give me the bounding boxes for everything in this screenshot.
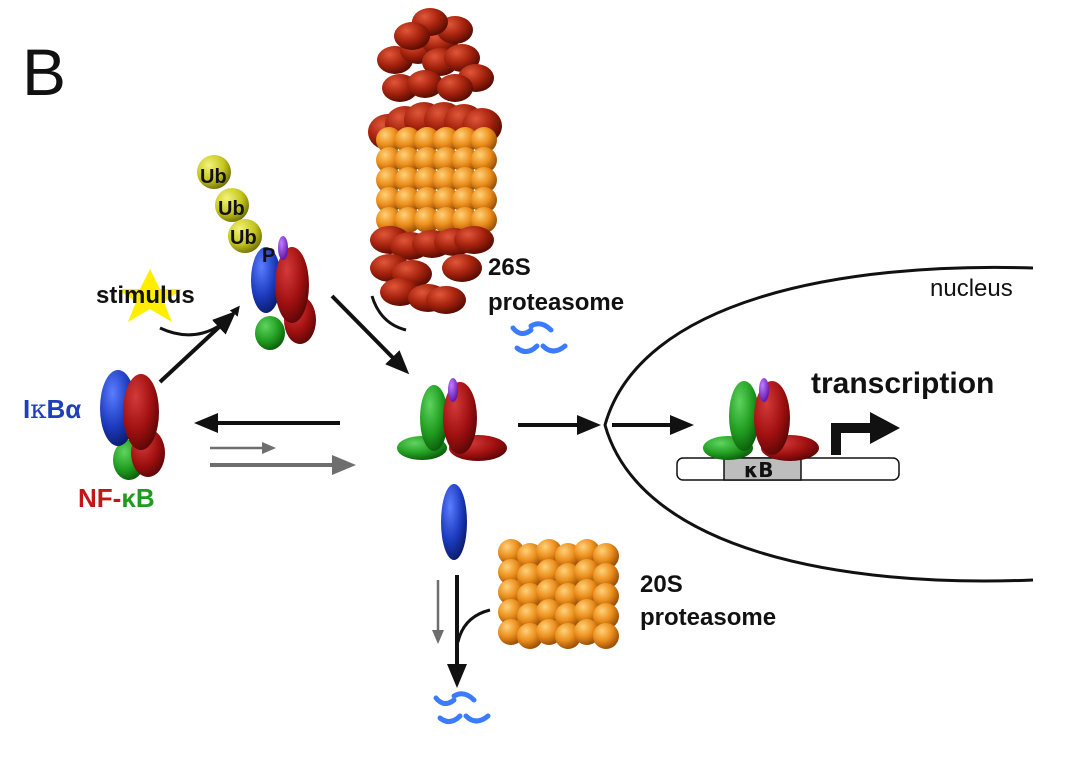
proteasome-20s-label-2: proteasome: [640, 604, 776, 631]
proteasome-core-subunit: [452, 187, 478, 213]
proteasome-core-subunit: [376, 147, 402, 173]
nfkb-kb: κB: [121, 483, 154, 513]
ub-label-3: Ub: [230, 227, 257, 249]
nfkb-nf: NF-: [78, 483, 121, 513]
proteasome-core-subunit: [593, 623, 619, 649]
proteasome-cap-subunit: [437, 74, 473, 102]
proteasome-core-subunit: [376, 127, 402, 153]
proteasome-core-subunit: [452, 147, 478, 173]
stimulus-label: stimulus: [96, 282, 195, 309]
ubiquitinated-ikb-nfkb-complex: [197, 155, 316, 350]
proteasome-core-subunit: [593, 583, 619, 609]
proteasome-core-subunit: [395, 127, 421, 153]
proteasome-cap-subunit: [407, 70, 443, 98]
proteasome-core-subunit: [376, 187, 402, 213]
nucleus-membrane: [603, 265, 1034, 583]
proteasome-20s-label-1: 20S: [640, 571, 683, 598]
proteasome-core-subunit: [376, 167, 402, 193]
proteasome-core-subunit: [395, 167, 421, 193]
peptide-fragments-icon: [433, 691, 491, 724]
proteasome-core-subunit: [593, 563, 619, 589]
kb-site-label: κB: [744, 458, 773, 482]
proteasome-core-subunit: [471, 167, 497, 193]
proteasome-20s: [498, 539, 619, 649]
kb-site: [723, 457, 802, 481]
panel-label: B: [22, 35, 66, 109]
ikba-kappa: κ: [30, 395, 46, 425]
proteasome-core-subunit: [433, 207, 459, 233]
proteasome-core-subunit: [471, 127, 497, 153]
ikba-prefix: I: [23, 394, 30, 424]
proteasome-core-subunit: [414, 127, 440, 153]
proteasome-core-subunit: [433, 127, 459, 153]
proteasome-cap-subunit: [426, 286, 466, 314]
nfkb-label: NF-κB: [78, 483, 155, 513]
proteasome-core-subunit: [452, 127, 478, 153]
proteasome-core-subunit: [433, 187, 459, 213]
proteasome-core-subunit: [471, 187, 497, 213]
proteasome-cap-subunit: [394, 22, 430, 50]
ikba-nfkb-complex: [100, 370, 165, 480]
ikba-label: IκBα: [23, 394, 81, 425]
proteasome-core-subunit: [376, 207, 402, 233]
nucleus-label: nucleus: [930, 275, 1013, 302]
proteasome-core-subunit: [433, 147, 459, 173]
ikba-suffix: Bα: [46, 394, 81, 424]
proteasome-core-subunit: [452, 167, 478, 193]
free-nfkb: [397, 378, 507, 461]
free-ikba: [441, 484, 467, 560]
proteasome-26s: [368, 8, 502, 314]
stimulus-star-icon: [118, 269, 182, 322]
proteasome-core-subunit: [414, 147, 440, 173]
transcription-arrow-icon: [831, 412, 900, 455]
nuclear-nfkb: [703, 378, 819, 461]
ub-label-1: Ub: [200, 166, 227, 188]
proteasome-core-subunit: [414, 207, 440, 233]
proteasome-core-subunit: [593, 603, 619, 629]
peptide-fragments-icon: [510, 321, 568, 354]
arrow-to-phosphorylation: [158, 310, 237, 384]
arrow-20s-proteasome-curve: [456, 608, 491, 643]
arrow-to-degradation: [330, 294, 410, 375]
proteasome-26s-label-2: proteasome: [488, 289, 624, 316]
proteasome-core-subunit: [395, 187, 421, 213]
arrow-26s-proteasome-curve: [370, 295, 407, 332]
proteasome-cap-subunit: [442, 254, 482, 282]
proteasome-core-subunit: [395, 147, 421, 173]
phospho-label: P: [262, 245, 275, 267]
proteasome-cap-subunit: [454, 226, 494, 254]
proteasome-core-subunit: [414, 187, 440, 213]
proteasome-core-subunit: [593, 543, 619, 569]
proteasome-core-subunit: [395, 207, 421, 233]
proteasome-core-subunit: [433, 167, 459, 193]
proteasome-core-subunit: [414, 167, 440, 193]
proteasome-core-subunit: [471, 147, 497, 173]
transcription-label: transcription: [811, 367, 994, 400]
proteasome-26s-label-1: 26S: [488, 254, 531, 281]
ub-label-2: Ub: [218, 198, 245, 220]
